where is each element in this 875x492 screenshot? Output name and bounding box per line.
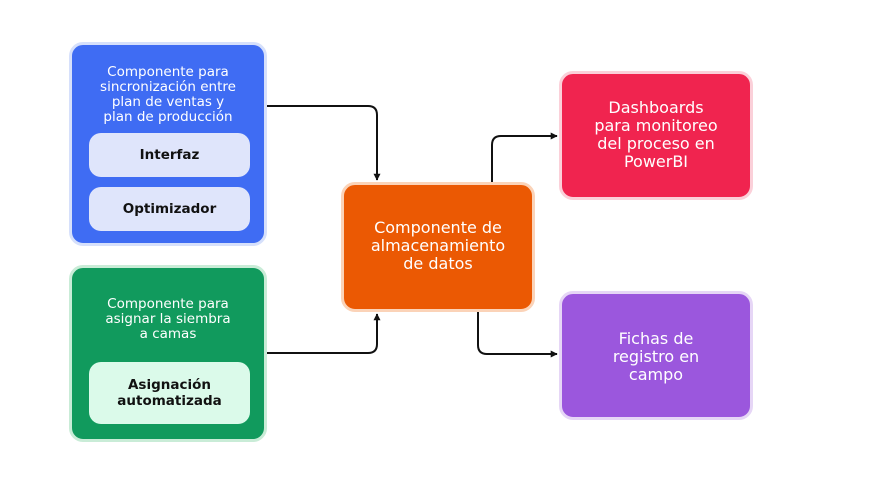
sync-component-box: Componente para sincronización entre pla… (69, 42, 267, 246)
interfaz-item: Interfaz (89, 133, 250, 177)
sowing-component-title: Componente para asignar la siembra a cam… (105, 296, 231, 343)
arrow-sowing-to-storage (267, 313, 381, 354)
arrow-storage-to-dashboards (491, 132, 558, 182)
sync-component-title: Componente para sincronización entre pla… (100, 64, 236, 126)
storage-component-title: Componente de almacenamiento de datos (370, 218, 506, 273)
dashboards-component-box: Dashboards para monitoreo del proceso en… (559, 71, 753, 200)
dashboards-component-title: Dashboards para monitoreo del proceso en… (594, 98, 718, 171)
optimizador-item: Optimizador (89, 187, 250, 231)
arrow-storage-to-field-records (477, 312, 558, 358)
storage-component-box: Componente de almacenamiento de datos (341, 182, 535, 312)
field-records-component-title: Fichas de registro en campo (612, 329, 700, 384)
arrow-sync-to-storage (267, 105, 381, 181)
automated-assignment-item: Asignación automatizada (89, 362, 250, 424)
sowing-component-box: Componente para asignar la siembra a cam… (69, 265, 267, 442)
field-records-component-box: Fichas de registro en campo (559, 291, 753, 420)
